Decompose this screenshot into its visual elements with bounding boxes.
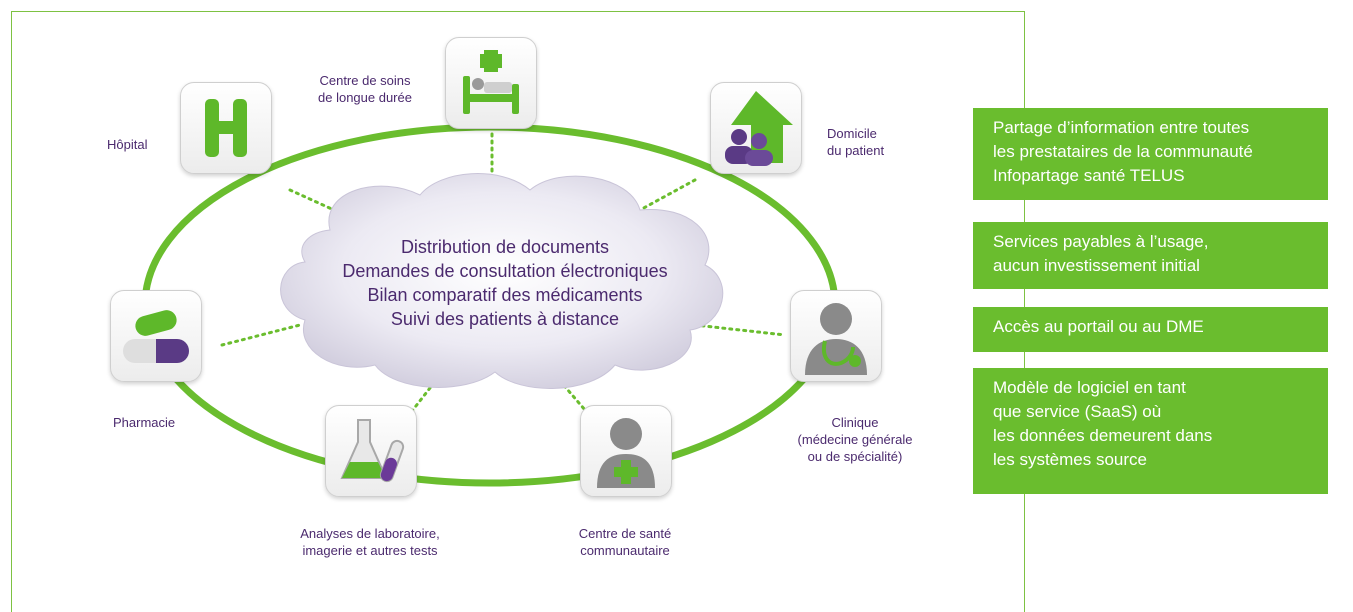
node-hopital-tile bbox=[180, 82, 272, 174]
benefit-box: Modèle de logiciel en tant que service (… bbox=[973, 368, 1328, 494]
home-family-icon bbox=[725, 91, 793, 166]
cloud-services: Distribution de documents Demandes de co… bbox=[270, 235, 740, 331]
node-clinique-tile bbox=[790, 290, 882, 382]
node-soins-label: Centre de soins de longue durée bbox=[290, 72, 440, 106]
cloud-line: Bilan comparatif des médicaments bbox=[367, 285, 643, 305]
node-laboratoire-label: Analyses de laboratoire, imagerie et aut… bbox=[275, 525, 465, 559]
label-line: (médecine générale bbox=[797, 432, 913, 447]
label-line: Analyses de laboratoire, bbox=[300, 526, 440, 541]
label-line: imagerie et autres tests bbox=[302, 543, 438, 558]
benefit-box: Partage d’information entre toutes les p… bbox=[973, 108, 1328, 200]
benefit-line: Services payables à l’usage, bbox=[993, 232, 1209, 251]
label-line: communautaire bbox=[580, 543, 670, 558]
hospital-h-icon bbox=[205, 99, 247, 157]
lab-flasks-icon bbox=[340, 419, 405, 483]
node-hopital-label: Hôpital bbox=[107, 137, 148, 152]
person-cross-icon bbox=[597, 418, 655, 488]
label-line: Centre de soins bbox=[319, 73, 411, 88]
label-line: Domicile bbox=[827, 126, 877, 141]
node-pharmacie-tile bbox=[110, 290, 202, 382]
pills-icon bbox=[123, 310, 189, 363]
benefit-box: Services payables à l’usage, aucun inves… bbox=[973, 222, 1328, 289]
benefit-line: Modèle de logiciel en tant bbox=[993, 378, 1186, 397]
benefit-line: les données demeurent dans bbox=[993, 426, 1213, 445]
benefit-line: les prestataires de la communauté bbox=[993, 142, 1253, 161]
label-line: Clinique bbox=[831, 415, 879, 430]
doctor-stethoscope-icon bbox=[805, 303, 867, 375]
benefit-line: que service (SaaS) où bbox=[993, 402, 1162, 421]
hospital-bed-icon bbox=[463, 50, 519, 114]
label-line: de longue durée bbox=[318, 90, 412, 105]
benefit-line: aucun investissement initial bbox=[993, 256, 1200, 275]
node-domicile-tile bbox=[710, 82, 802, 174]
node-laboratoire-tile bbox=[325, 405, 417, 497]
label-line: ou de spécialité) bbox=[807, 449, 903, 464]
benefit-line: Infopartage santé TELUS bbox=[993, 166, 1185, 185]
cloud-line: Demandes de consultation électroniques bbox=[342, 261, 668, 281]
benefit-line: Accès au portail ou au DME bbox=[993, 317, 1204, 336]
label-line: Centre de santé bbox=[578, 526, 672, 541]
node-communautaire-tile bbox=[580, 405, 672, 497]
node-soins-tile bbox=[445, 37, 537, 129]
benefit-box: Accès au portail ou au DME bbox=[973, 307, 1328, 352]
node-communautaire-label: Centre de santé communautaire bbox=[545, 525, 705, 559]
node-pharmacie-label: Pharmacie bbox=[113, 415, 176, 430]
cloud-line: Distribution de documents bbox=[400, 237, 610, 257]
cloud-shape bbox=[280, 173, 724, 389]
node-domicile-label: Domicile du patient bbox=[827, 125, 884, 159]
benefit-line: les systèmes source bbox=[993, 450, 1147, 469]
benefit-line: Partage d’information entre toutes bbox=[993, 118, 1250, 137]
label-line: du patient bbox=[827, 143, 885, 158]
node-clinique-label: Clinique (médecine générale ou de spécia… bbox=[770, 414, 940, 465]
cloud-line: Suivi des patients à distance bbox=[390, 309, 620, 329]
